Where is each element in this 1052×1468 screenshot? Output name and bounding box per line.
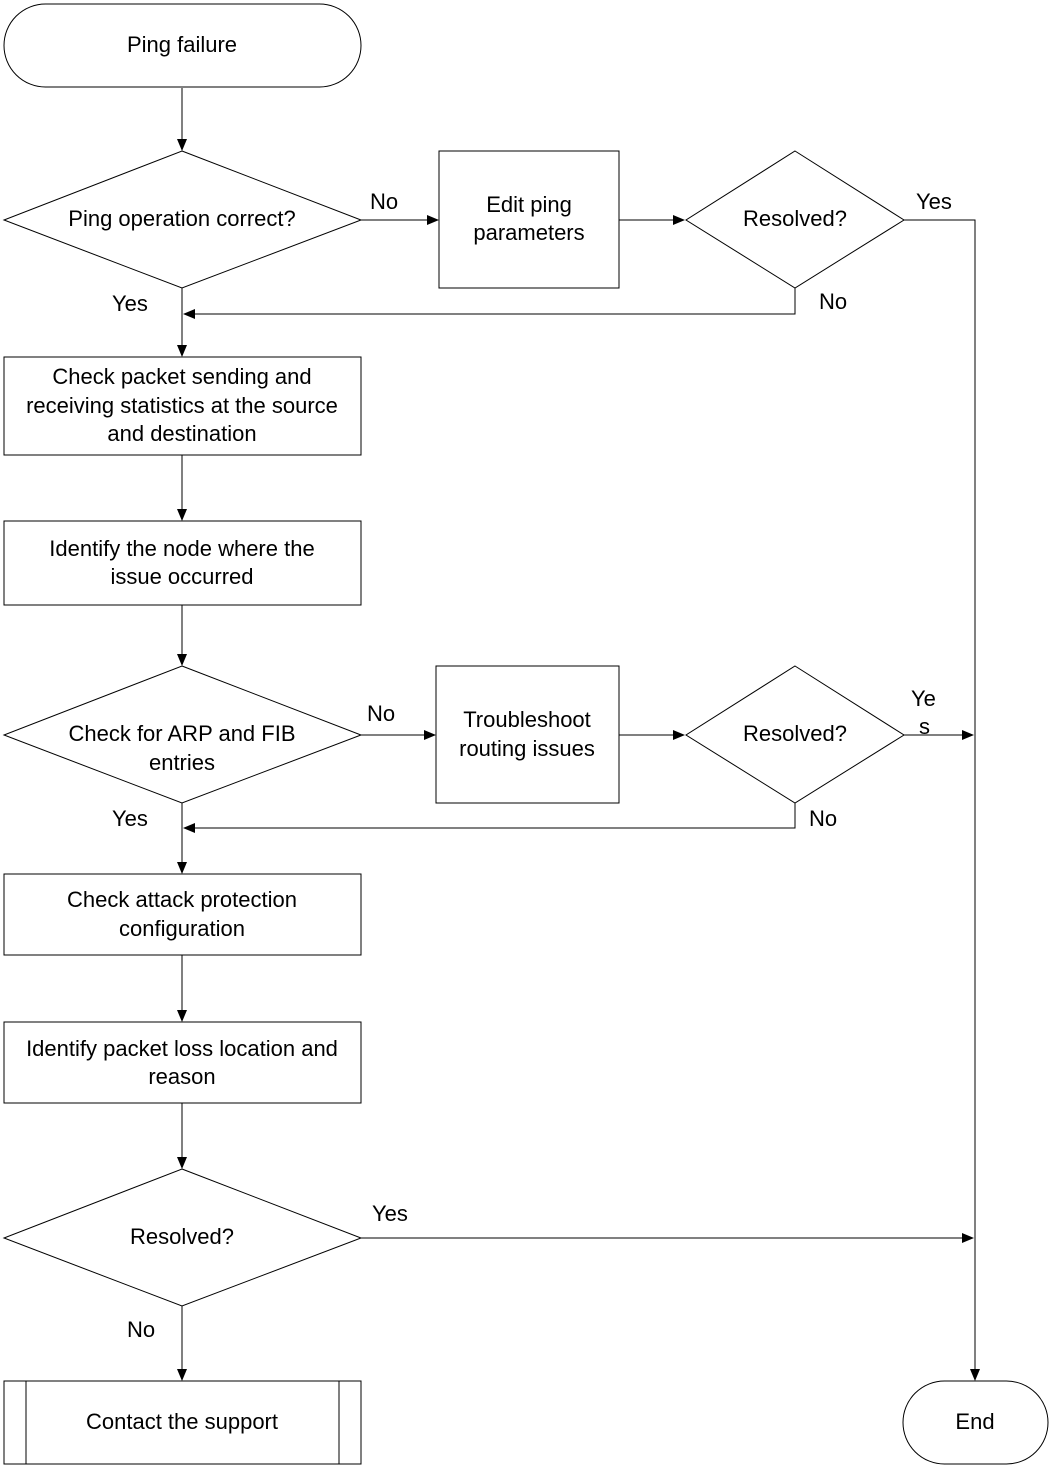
start-terminator xyxy=(3,3,362,88)
decision-label-line: entries xyxy=(149,750,215,775)
process-box xyxy=(435,665,620,804)
edge-label-no: No xyxy=(127,1317,155,1342)
check-statistics-box: Check packet sending and receiving stati… xyxy=(3,356,362,456)
decision-diamond xyxy=(2,150,363,289)
edge-resolved1-yes-to-end xyxy=(904,219,976,1370)
decision-label: Resolved? xyxy=(130,1224,234,1249)
edge-label-yes: Yes xyxy=(916,189,952,214)
arrowhead xyxy=(962,730,974,740)
arrowhead xyxy=(177,1010,187,1022)
edge-label-no: No xyxy=(370,189,398,214)
end-node: End xyxy=(902,1380,1049,1465)
process-label-line: receiving statistics at the source xyxy=(26,393,338,418)
ping-operation-decision: Ping operation correct? xyxy=(2,150,363,289)
attack-protection-box: Check attack protection configuration xyxy=(3,873,362,956)
start-node: Ping failure xyxy=(3,3,362,88)
process-label-line: Check packet sending and xyxy=(52,364,311,389)
edit-ping-parameters-box: Edit ping parameters xyxy=(438,150,620,289)
edge-resolved1-no xyxy=(194,288,796,315)
end-label: End xyxy=(955,1409,994,1434)
decision-diamond xyxy=(685,150,905,289)
process-label-line: configuration xyxy=(119,916,245,941)
arrowhead xyxy=(424,730,436,740)
process-label-line: Check attack protection xyxy=(67,887,297,912)
process-label-line: parameters xyxy=(473,220,584,245)
resolved-decision-2: Resolved? xyxy=(685,665,905,804)
arrowhead xyxy=(177,1369,187,1381)
start-label: Ping failure xyxy=(127,32,237,57)
edge-resolved2-no xyxy=(194,803,796,829)
identify-node-box: Identify the node where the issue occurr… xyxy=(3,520,362,606)
decision-label: Ping operation correct? xyxy=(68,206,295,231)
process-label: Contact the support xyxy=(86,1409,278,1434)
arrowhead xyxy=(177,139,187,151)
arrowhead xyxy=(177,1157,187,1169)
arrowhead xyxy=(183,309,195,319)
edge-label-no: No xyxy=(809,806,837,831)
decision-label: Resolved? xyxy=(743,721,847,746)
process-box xyxy=(438,150,620,289)
resolved-decision-3: Resolved? xyxy=(2,1168,363,1307)
process-label-line: Edit ping xyxy=(486,192,572,217)
troubleshoot-routing-box: Troubleshoot routing issues xyxy=(435,665,620,804)
predefined-process-box xyxy=(3,1380,362,1465)
arrowhead xyxy=(427,215,439,225)
process-label-line: Troubleshoot xyxy=(463,707,591,732)
decision-diamond xyxy=(685,665,905,804)
decision-label: Resolved? xyxy=(743,206,847,231)
edge-label-yes: Yes xyxy=(372,1201,408,1226)
process-label-line: issue occurred xyxy=(110,564,253,589)
connectors xyxy=(177,88,980,1381)
process-label-line: Identify packet loss location and xyxy=(26,1036,338,1061)
arrowhead xyxy=(177,345,187,357)
arrowhead xyxy=(673,215,685,225)
decision-diamond xyxy=(2,1168,363,1307)
edge-label-yes: Yes xyxy=(112,806,148,831)
arrowhead xyxy=(177,509,187,521)
arrowhead xyxy=(970,1369,980,1381)
decision-diamond xyxy=(2,665,363,804)
process-box xyxy=(3,356,362,456)
arrowhead xyxy=(183,823,195,833)
process-label-line: routing issues xyxy=(459,736,595,761)
edge-label-yes-part: Ye xyxy=(911,686,936,711)
end-terminator xyxy=(902,1380,1049,1465)
packet-loss-box: Identify packet loss location and reason xyxy=(3,1021,362,1104)
edge-label-yes: Yes xyxy=(112,291,148,316)
contact-support-box: Contact the support xyxy=(3,1380,362,1465)
edge-label-no: No xyxy=(367,701,395,726)
arrowhead xyxy=(177,862,187,874)
arp-fib-decision: Check for ARP and FIB entries xyxy=(2,665,363,804)
edge-label-no: No xyxy=(819,289,847,314)
process-box xyxy=(3,1021,362,1104)
arrowhead xyxy=(673,730,685,740)
process-label-line: reason xyxy=(148,1064,215,1089)
decision-label-line: Check for ARP and FIB xyxy=(68,721,295,746)
arrowhead xyxy=(962,1233,974,1243)
process-label-line: Identify the node where the xyxy=(49,536,314,561)
edge-label-yes-part: s xyxy=(919,714,930,739)
process-box xyxy=(3,873,362,956)
process-label-line: and destination xyxy=(107,421,256,446)
edge-labels: No Yes Yes No No Yes Ye s No Yes No xyxy=(112,189,952,1342)
arrowhead xyxy=(177,654,187,666)
resolved-decision-1: Resolved? xyxy=(685,150,905,289)
process-box xyxy=(3,520,362,606)
